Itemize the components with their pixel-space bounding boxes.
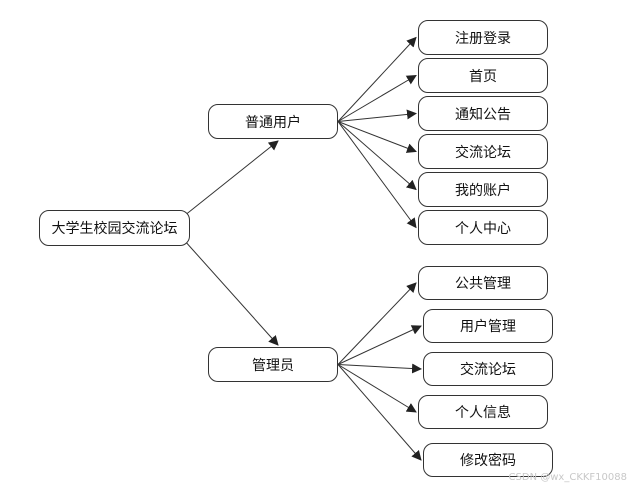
edge-branch-0-to-leaf-5	[337, 121, 417, 229]
leaf-node-notice: 通知公告	[418, 96, 548, 131]
edge-root-to-branch-1	[183, 239, 279, 346]
leaf-node-forum: 交流论坛	[418, 134, 548, 169]
leaf-node-register-login: 注册登录	[418, 20, 548, 55]
edges-layer	[183, 36, 422, 461]
leaf-node-change-password: 修改密码	[423, 443, 553, 477]
leaf-node-personal-center: 个人中心	[418, 210, 548, 245]
edge-branch-0-to-leaf-1	[337, 74, 417, 122]
leaf-node-personal-info: 个人信息	[418, 395, 548, 429]
edge-branch-1-to-leaf-2	[337, 363, 422, 374]
edge-branch-1-to-leaf-3	[337, 364, 417, 413]
edge-branch-1-to-leaf-4	[337, 364, 422, 461]
root-node: 大学生校园交流论坛	[39, 210, 190, 246]
branch-node-regular-user: 普通用户	[208, 104, 338, 139]
leaf-node-admin-forum: 交流论坛	[423, 352, 553, 386]
edge-branch-0-to-leaf-2	[337, 109, 417, 122]
leaf-node-user-management: 用户管理	[423, 309, 553, 343]
edge-branch-0-to-leaf-4	[337, 121, 417, 191]
edge-branch-1-to-leaf-0	[337, 282, 417, 365]
branch-node-admin: 管理员	[208, 347, 338, 382]
edge-branch-0-to-leaf-3	[337, 121, 417, 153]
edge-branch-1-to-leaf-1	[337, 325, 422, 365]
edge-root-to-branch-0	[183, 140, 279, 217]
leaf-node-home: 首页	[418, 58, 548, 93]
leaf-node-my-account: 我的账户	[418, 172, 548, 207]
edge-branch-0-to-leaf-0	[337, 36, 417, 122]
leaf-node-public-management: 公共管理	[418, 266, 548, 300]
watermark-text: CSDN @wx_CKKF10088	[508, 472, 627, 483]
